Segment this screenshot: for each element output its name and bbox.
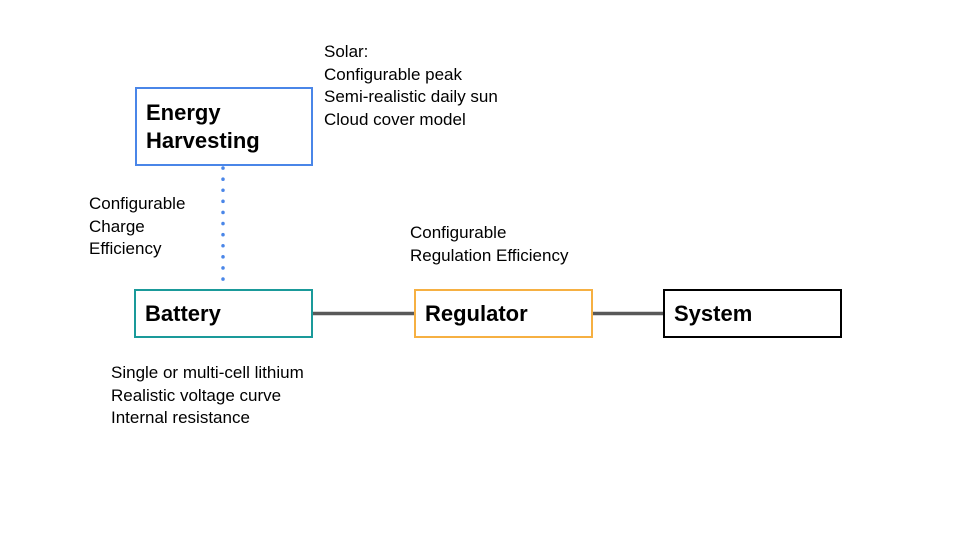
regulation-efficiency-note: Configurable Regulation Efficiency — [410, 223, 569, 265]
energy-harvesting-block: Energy Harvesting — [135, 87, 313, 166]
charge-efficiency-note: Configurable Charge Efficiency — [89, 194, 186, 258]
solar-note: Solar: Configurable peak Semi-realistic … — [324, 42, 498, 129]
regulator-block: Regulator — [414, 289, 593, 338]
battery-details-note: Single or multi-cell lithium Realistic v… — [111, 363, 304, 427]
system-block: System — [663, 289, 842, 338]
battery-block: Battery — [134, 289, 313, 338]
